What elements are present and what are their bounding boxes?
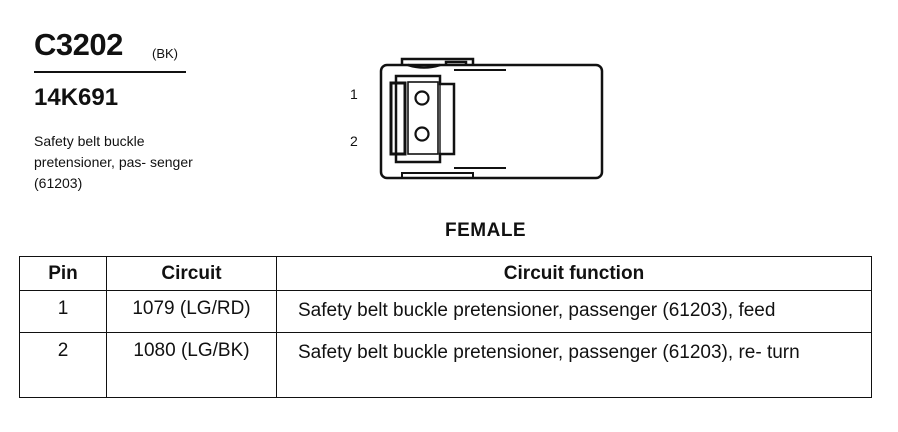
pin-label-2: 2 [350, 133, 358, 149]
connector-id: C3202 [34, 27, 123, 62]
cell-circuit-function: Safety belt buckle pretensioner, passeng… [276, 332, 872, 398]
pinout-table: Pin Circuit Circuit function 1 1079 (LG/… [19, 256, 872, 398]
connector-color-code: (BK) [152, 46, 178, 61]
table-row: 1 1079 (LG/RD) Safety belt buckle preten… [19, 290, 872, 333]
cell-pin: 1 [19, 290, 107, 333]
cell-circuit: 1080 (LG/BK) [106, 332, 277, 398]
table-row: 2 1080 (LG/BK) Safety belt buckle preten… [19, 332, 872, 398]
connector-description: Safety belt buckle pretensioner, pas- se… [34, 133, 193, 191]
connector-face-diagram [379, 57, 604, 180]
title-underline [34, 71, 186, 73]
connector-gender: FEMALE [445, 220, 527, 241]
pin-label-1: 1 [350, 86, 358, 102]
header-circuit: Circuit [106, 256, 277, 291]
table-header-row: Pin Circuit Circuit function [19, 256, 872, 291]
header-pin: Pin [19, 256, 107, 291]
cell-pin: 2 [19, 332, 107, 398]
header-circuit-function: Circuit function [276, 256, 872, 291]
part-number: 14K691 [34, 84, 119, 111]
cell-circuit-function: Safety belt buckle pretensioner, passeng… [276, 290, 872, 333]
cell-circuit: 1079 (LG/RD) [106, 290, 277, 333]
